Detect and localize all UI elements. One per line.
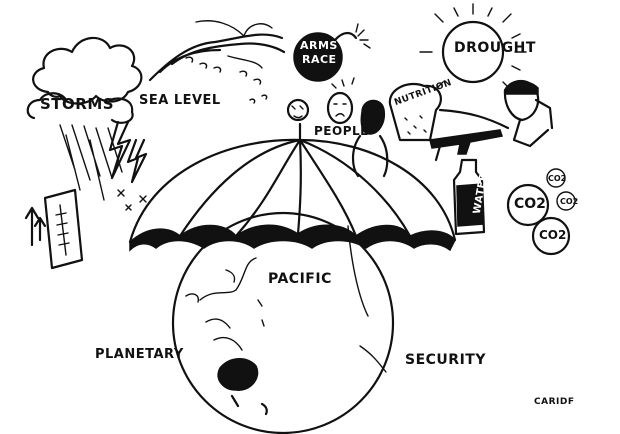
bread-icon [388, 82, 442, 142]
umbrella-icon [128, 122, 457, 252]
wave-icon [148, 20, 286, 104]
sea-level-label: SEA LEVEL [139, 93, 221, 108]
drought-label: DROUGHT [454, 40, 536, 56]
artist-signature: CARIDF [534, 397, 575, 407]
water-bottle-icon [452, 158, 486, 236]
planetary-label: PLANETARY [95, 347, 184, 362]
rifle-icon [429, 129, 503, 162]
bomb-icon [293, 23, 371, 82]
cloud-icon [26, 36, 143, 124]
soldier-icon [438, 79, 554, 148]
co2-bubble-label: CO2 [560, 197, 579, 206]
co2-bubble-label: CO2 [539, 228, 567, 242]
people-label: PEOPLE [314, 124, 369, 138]
co2-bubble-label: CO2 [514, 196, 546, 212]
storms-label: STORMS [40, 95, 115, 113]
arms-race-label-line1: ARMS [300, 39, 338, 52]
security-label: SECURITY [405, 352, 486, 368]
globe-icon [171, 211, 395, 434]
co2-bubble-label: CO2 [548, 174, 567, 183]
thermometer-icon [24, 188, 84, 270]
co2-bubbles [506, 168, 576, 256]
rain-icon [59, 120, 148, 211]
pacific-label: PACIFIC [268, 271, 332, 287]
arms-race-label-line2: RACE [302, 53, 337, 66]
